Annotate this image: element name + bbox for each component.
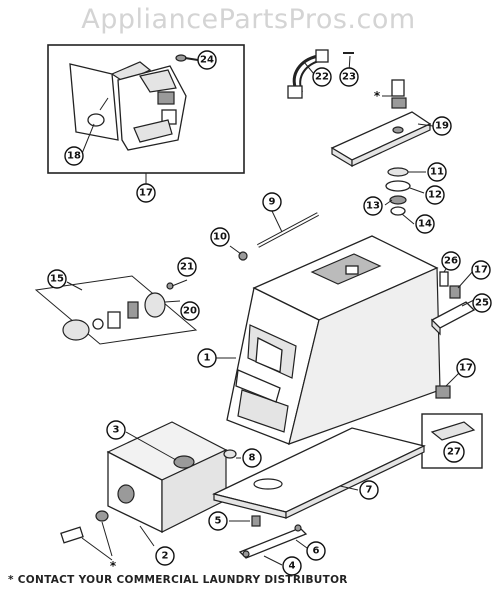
part-callout-11[interactable]: 11 bbox=[427, 162, 447, 182]
rod-part bbox=[257, 212, 319, 248]
part-number: 11 bbox=[430, 167, 444, 178]
part-number: 1 bbox=[204, 353, 211, 364]
part-callout-7[interactable]: 7 bbox=[359, 480, 379, 500]
part-callout-21[interactable]: 21 bbox=[177, 257, 197, 277]
part-callout-12[interactable]: 12 bbox=[425, 185, 445, 205]
part-number: 21 bbox=[180, 262, 194, 273]
asterisk-markers: * * bbox=[110, 89, 381, 573]
part-number: 17 bbox=[474, 265, 488, 276]
part-number: 13 bbox=[366, 201, 380, 212]
part-callout-19[interactable]: 19 bbox=[432, 116, 452, 136]
cover-plate-part bbox=[330, 111, 432, 168]
knob-part bbox=[95, 510, 109, 522]
part-number: 20 bbox=[183, 306, 197, 317]
part-number: 27 bbox=[447, 447, 461, 458]
part-callout-25[interactable]: 25 bbox=[472, 293, 492, 313]
part-number: 3 bbox=[113, 425, 120, 436]
part-number: 5 bbox=[215, 516, 222, 527]
part-callout-18[interactable]: 18 bbox=[64, 146, 84, 166]
part-number: 15 bbox=[50, 274, 64, 285]
watermark-text: AppliancePartsPros.com bbox=[81, 4, 416, 35]
part-number: 12 bbox=[428, 190, 442, 201]
part-callout-15[interactable]: 15 bbox=[47, 269, 67, 289]
part-number: 7 bbox=[366, 485, 373, 496]
part-callout-17[interactable]: 17 bbox=[136, 183, 156, 203]
part-callout-5[interactable]: 5 bbox=[208, 511, 228, 531]
part-callout-20[interactable]: 20 bbox=[180, 301, 200, 321]
drawer-box-part bbox=[106, 421, 228, 534]
wire-harness-part bbox=[287, 49, 329, 99]
nut-washer-stack-part bbox=[385, 167, 411, 216]
part-number: 14 bbox=[418, 219, 432, 230]
part-callout-9[interactable]: 9 bbox=[262, 192, 282, 212]
part-callout-13[interactable]: 13 bbox=[363, 196, 383, 216]
base-plate-part bbox=[212, 427, 426, 519]
part-number: 24 bbox=[200, 55, 214, 66]
part-number: 26 bbox=[444, 256, 458, 267]
part-callout-2[interactable]: 2 bbox=[155, 546, 175, 566]
coin-mechanism-part bbox=[69, 61, 187, 151]
part-number: 25 bbox=[475, 298, 489, 309]
bar-part-4 bbox=[238, 524, 308, 559]
part-callout-14[interactable]: 14 bbox=[415, 214, 435, 234]
clip-part-26 bbox=[439, 271, 449, 287]
asterisk-marker: * bbox=[374, 89, 381, 103]
valve-fittings-part bbox=[391, 79, 407, 109]
part-number: 10 bbox=[213, 232, 227, 243]
part-callout-17[interactable]: 17 bbox=[471, 260, 491, 280]
bolt-part-5 bbox=[251, 515, 261, 527]
part-callout-17[interactable]: 17 bbox=[456, 358, 476, 378]
part-number: 23 bbox=[342, 72, 356, 83]
part-callout-10[interactable]: 10 bbox=[210, 227, 230, 247]
part-number: 8 bbox=[249, 453, 256, 464]
part-number: 4 bbox=[289, 561, 296, 572]
footnote-text: * CONTACT YOUR COMMERCIAL LAUNDRY DISTRI… bbox=[8, 574, 348, 586]
key-part bbox=[60, 526, 84, 544]
part-callout-3[interactable]: 3 bbox=[106, 420, 126, 440]
part-number: 2 bbox=[162, 551, 169, 562]
asterisk-marker: * bbox=[110, 559, 117, 573]
part-number: 17 bbox=[139, 188, 153, 199]
part-callout-24[interactable]: 24 bbox=[197, 50, 217, 70]
part-callout-1[interactable]: 1 bbox=[197, 348, 217, 368]
part-number: 22 bbox=[315, 72, 329, 83]
pin-part-17-lower bbox=[435, 385, 451, 399]
part-callout-26[interactable]: 26 bbox=[441, 251, 461, 271]
nut-part-8 bbox=[223, 449, 237, 459]
part-number: 18 bbox=[67, 151, 81, 162]
leader-lines bbox=[66, 55, 475, 566]
part-callout-8[interactable]: 8 bbox=[242, 448, 262, 468]
part-number: 9 bbox=[269, 197, 276, 208]
part-callout-4[interactable]: 4 bbox=[282, 556, 302, 576]
pin-part-17 bbox=[449, 285, 461, 299]
part-callout-23[interactable]: 23 bbox=[339, 67, 359, 87]
bracket-part-25 bbox=[430, 301, 476, 336]
part-number: 6 bbox=[313, 546, 320, 557]
part-callout-27[interactable]: 27 bbox=[443, 441, 465, 463]
part-number: 17 bbox=[459, 363, 473, 374]
part-number: 19 bbox=[435, 121, 449, 132]
part-callout-6[interactable]: 6 bbox=[306, 541, 326, 561]
part-callout-22[interactable]: 22 bbox=[312, 67, 332, 87]
valve-assembly-part bbox=[62, 282, 174, 341]
main-cabinet-part bbox=[226, 235, 441, 445]
